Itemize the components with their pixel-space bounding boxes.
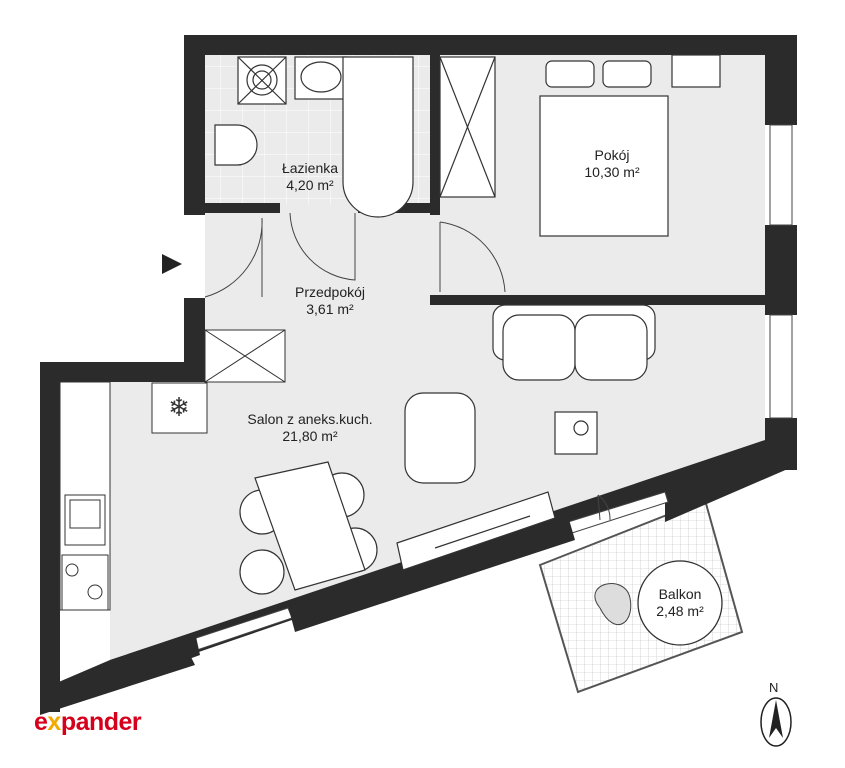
compass-label: N bbox=[769, 680, 779, 695]
compass-icon bbox=[760, 697, 792, 747]
room-area: 21,80 m² bbox=[282, 428, 338, 444]
furniture bbox=[239, 304, 656, 595]
expander-logo: expander bbox=[34, 708, 142, 736]
doors bbox=[204, 212, 611, 521]
room-label-balkon: Balkon 2,48 m² bbox=[656, 586, 703, 620]
room-area: 10,30 m² bbox=[584, 164, 640, 180]
room-area: 3,61 m² bbox=[306, 301, 354, 317]
room-label-przedpokoj: Przedpokój 3,61 m² bbox=[295, 284, 365, 318]
balcony bbox=[538, 498, 744, 694]
windows bbox=[189, 124, 793, 652]
kitchen: ❄ bbox=[59, 381, 208, 611]
room-label-lazienka: Łazienka 4,20 m² bbox=[282, 160, 338, 194]
entrance-arrow-icon bbox=[162, 254, 182, 274]
room-name: Pokój bbox=[594, 147, 630, 163]
room-name: Salon z aneks.kuch. bbox=[247, 411, 373, 427]
room-area: 4,20 m² bbox=[286, 177, 334, 193]
room-name: Łazienka bbox=[281, 160, 339, 176]
bathroom-fixtures bbox=[214, 56, 496, 218]
room-area: 2,48 m² bbox=[656, 603, 704, 619]
bed bbox=[539, 54, 721, 237]
room-label-pokoj: Pokój 10,30 m² bbox=[584, 147, 639, 181]
fridge-snowflake-icon: ❄ bbox=[168, 392, 190, 422]
room-name: Balkon bbox=[658, 586, 702, 602]
room-label-salon: Salon z aneks.kuch. 21,80 m² bbox=[247, 411, 372, 445]
room-name: Przedpokój bbox=[294, 284, 366, 300]
wardrobe bbox=[204, 329, 286, 383]
